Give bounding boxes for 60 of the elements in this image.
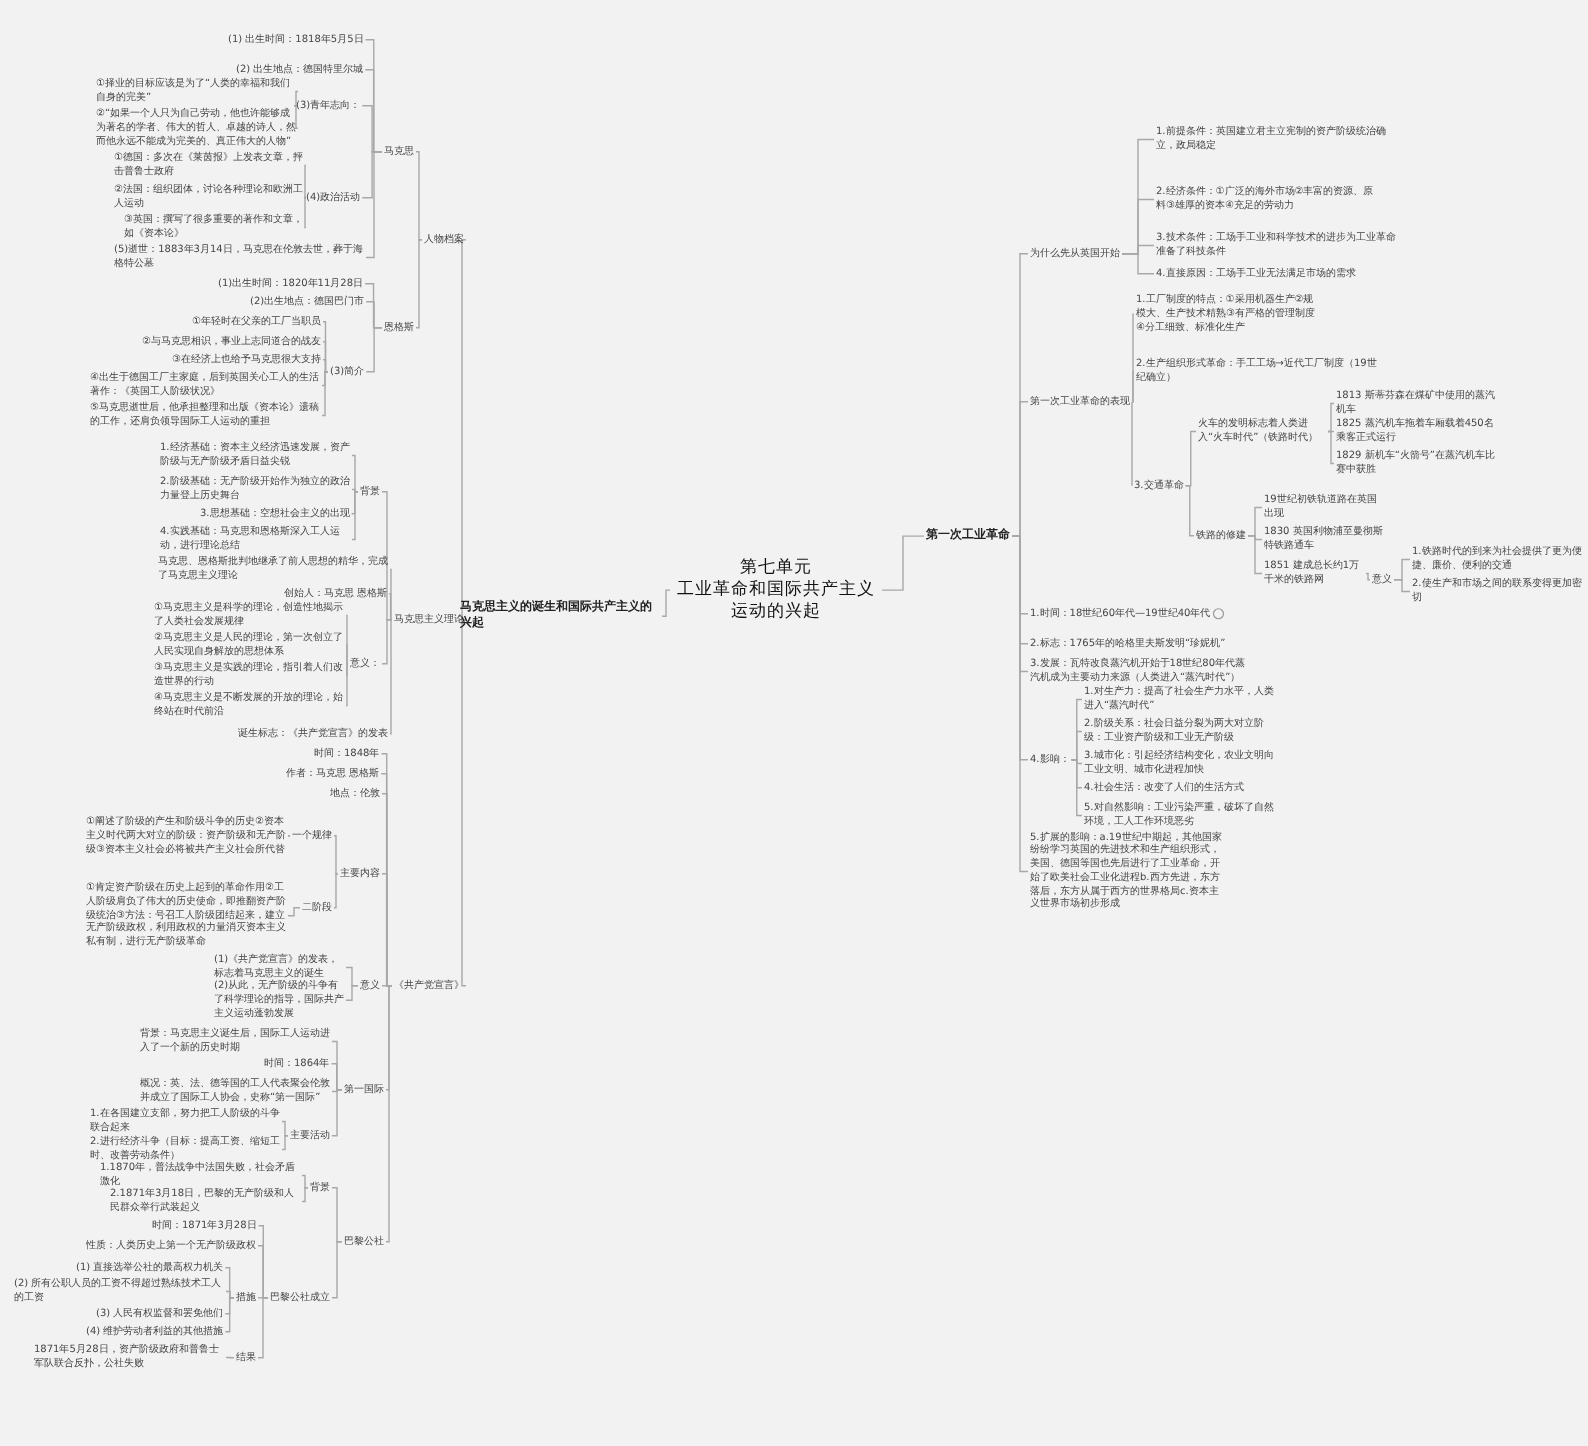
connector-line [301, 1187, 309, 1203]
connector-line [303, 164, 307, 199]
connector-line [321, 371, 329, 417]
connector-line [388, 593, 393, 621]
connector-line [1184, 430, 1197, 487]
connector-line [1184, 485, 1195, 537]
connector-line [293, 105, 299, 129]
connector-line [345, 966, 359, 987]
connector-line [351, 454, 359, 493]
connector-line [1327, 430, 1335, 433]
connector-line [1070, 730, 1083, 761]
connector-line [1393, 579, 1411, 593]
connector-line [1121, 253, 1155, 275]
connector-line [225, 1290, 235, 1299]
connector-line [224, 1297, 235, 1333]
connector-line [330, 1063, 343, 1091]
connector-line [389, 568, 393, 621]
connector-line [385, 985, 393, 1243]
connector-line [333, 835, 339, 875]
connector-line [345, 644, 349, 665]
connector-line [331, 1089, 343, 1137]
connector-line [293, 90, 299, 107]
connector-line [1365, 572, 1371, 581]
central-topic: 工业革命和国际共产主义运动的兴起 [675, 579, 877, 624]
connector-line [1327, 402, 1335, 433]
connector-line [333, 873, 339, 909]
connector-line [303, 197, 307, 229]
unit-title: 第七单元 [738, 557, 814, 580]
connector-line [322, 359, 329, 373]
connector-line [287, 907, 301, 917]
connector-line [381, 873, 393, 987]
connector-line [381, 619, 393, 665]
connector-line [365, 327, 383, 373]
connector-line [457, 615, 467, 987]
connector-line [331, 1040, 343, 1091]
connector-line [345, 985, 359, 1001]
connector-line [881, 535, 925, 591]
connector-line [457, 239, 467, 617]
connector-line [281, 1135, 289, 1151]
connector-line [257, 1297, 269, 1359]
connector-line [331, 1187, 343, 1243]
connector-line [381, 491, 393, 621]
connector-line [351, 491, 359, 541]
connector-line [281, 1120, 289, 1137]
connector-line [331, 1241, 343, 1299]
connector-line [1247, 535, 1263, 575]
connector-line [1070, 759, 1083, 817]
connector-line [1131, 401, 1133, 487]
connector-line [257, 1245, 269, 1299]
connector-line [351, 488, 359, 493]
connector-line [345, 663, 349, 707]
connector-line [1131, 370, 1135, 403]
connector-line [415, 151, 423, 241]
connector-line [225, 1356, 235, 1359]
connector-line [1327, 430, 1335, 465]
connector-line [389, 619, 393, 735]
connector-line [415, 239, 423, 329]
connector-line [301, 1174, 309, 1189]
connector-line [661, 589, 671, 617]
connector-line [1011, 535, 1029, 873]
